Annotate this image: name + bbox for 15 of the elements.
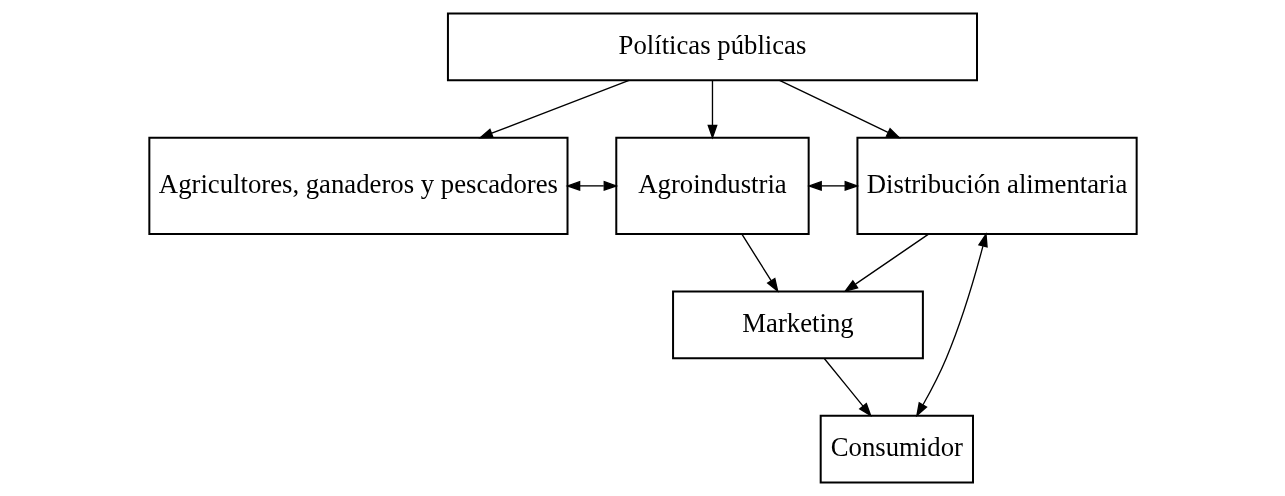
arrow <box>477 79 630 139</box>
node-box: Agricultores, ganaderos y pescadores <box>147 136 568 235</box>
node-box: Consumidor <box>819 414 974 484</box>
arrow <box>915 232 988 418</box>
arrow <box>706 79 718 140</box>
arrow <box>740 233 779 293</box>
node-box: Distribución alimentaria <box>855 136 1138 235</box>
arrow <box>778 79 901 139</box>
node-box: Agroindustria <box>614 136 810 235</box>
node-box: Políticas públicas <box>446 12 978 82</box>
arrow <box>806 180 859 192</box>
arrow <box>823 358 872 418</box>
arrow <box>843 233 929 293</box>
arrow <box>565 180 618 192</box>
node-box: Marketing <box>671 290 924 360</box>
